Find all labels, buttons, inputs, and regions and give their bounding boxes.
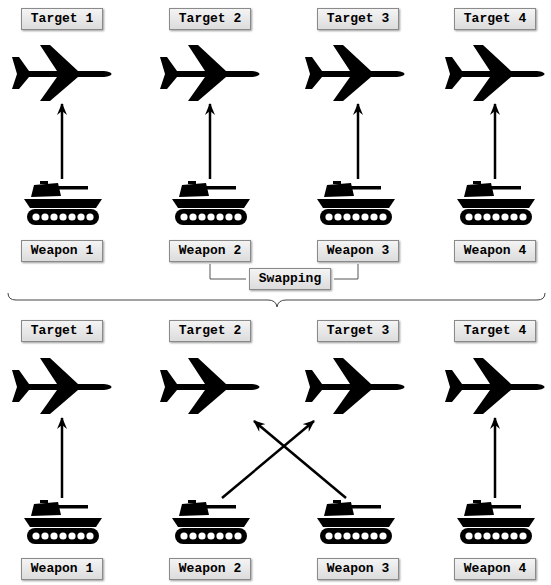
fire-arrow: [357, 104, 360, 179]
name-label: Weapon 4: [454, 558, 536, 580]
fire-arrow: [209, 104, 212, 179]
name-label: Weapon 1: [21, 240, 103, 262]
fire-arrow: [254, 421, 346, 498]
plane-icons: [12, 45, 545, 414]
target-node: Target 1: [12, 8, 112, 101]
fire-arrow: [494, 104, 497, 179]
name-label: Weapon 1: [21, 558, 103, 580]
name-label: Target 3: [317, 8, 399, 30]
weapon-node: Target 4: [445, 320, 545, 415]
curly-brace: [8, 293, 545, 307]
name-label: Weapon 2: [169, 240, 251, 262]
name-label: Target 4: [454, 320, 536, 342]
name-label: Target 2: [169, 8, 251, 30]
fire-arrow: [61, 418, 64, 498]
fire-arrow: [494, 418, 497, 498]
weapon-node: Weapon 4: [445, 497, 545, 580]
name-label: Target 1: [21, 8, 103, 30]
tank-icons: [24, 181, 535, 544]
weapon-node: Weapon 1: [12, 497, 112, 580]
name-label: Weapon 3: [317, 558, 399, 580]
weapon-node: Weapon 4: [445, 178, 545, 262]
target-node: Target 4: [445, 8, 545, 101]
name-label: Target 2: [169, 320, 251, 342]
weapon-node: Weapon 2: [160, 497, 260, 580]
weapon-node: Weapon 2: [160, 178, 260, 262]
target-node: Target 2: [160, 8, 260, 101]
weapon-node: Weapon 3: [308, 178, 408, 262]
weapon-node: Weapon 3: [308, 497, 408, 580]
weapon-node: Target 1: [12, 320, 112, 415]
swap-label-box: Swapping: [240, 266, 340, 292]
name-label: Weapon 2: [169, 558, 251, 580]
weapon-node: Target 3: [308, 320, 408, 415]
name-label: Weapon 4: [454, 240, 536, 262]
fire-arrow: [61, 104, 64, 179]
name-label: Target 3: [317, 320, 399, 342]
weapon-node: Target 2: [160, 320, 260, 415]
name-label: Weapon 3: [317, 240, 399, 262]
target-node: Target 3: [308, 8, 408, 101]
name-label: Target 1: [21, 320, 103, 342]
name-label: Swapping: [249, 268, 331, 290]
weapon-node: Weapon 1: [12, 178, 112, 262]
name-label: Target 4: [454, 8, 536, 30]
